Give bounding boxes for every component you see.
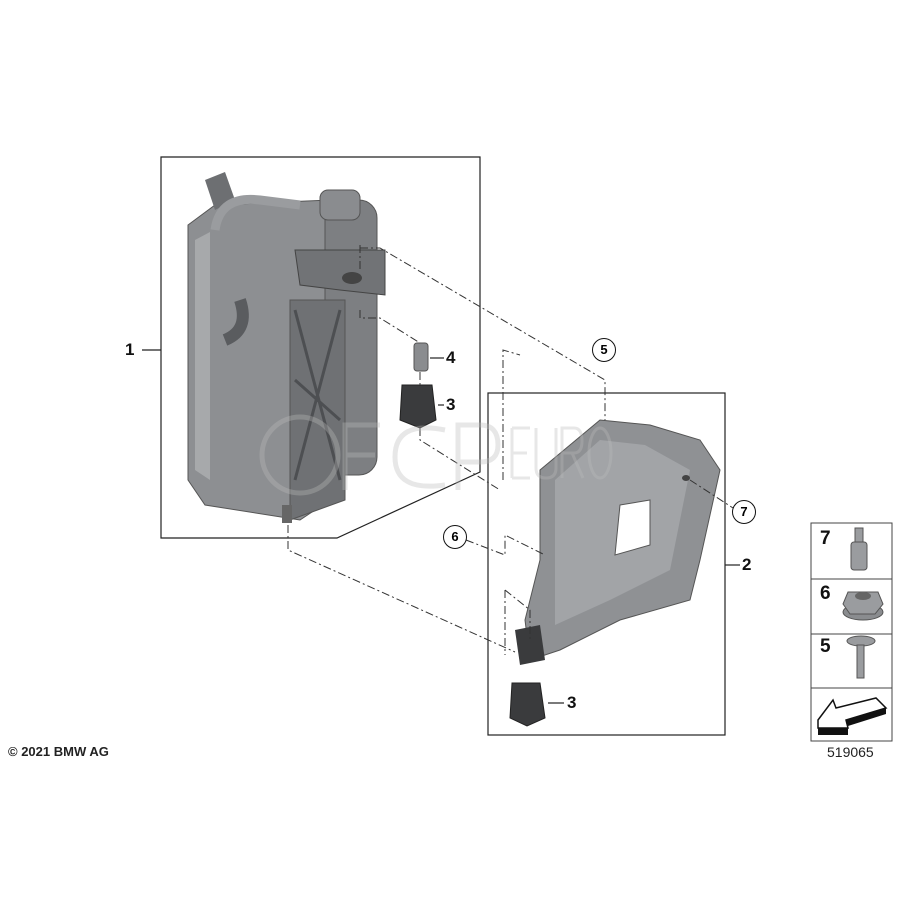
legend-bolt-icon xyxy=(846,635,876,679)
legend-box xyxy=(810,522,893,742)
callout-3-upper: 3 xyxy=(446,395,456,414)
callout-3-lower: 3 xyxy=(567,693,577,712)
rubber-mount-part-3-upper xyxy=(399,384,437,429)
diagram-number: 519065 xyxy=(827,744,874,760)
rubber-mount-part-3-lower xyxy=(509,682,546,727)
arrow-icon xyxy=(817,697,888,735)
callout-4: 4 xyxy=(446,348,456,367)
callout-5: 5 xyxy=(592,338,616,362)
assembly-lines xyxy=(287,245,734,655)
callout-2: 2 xyxy=(742,555,752,574)
legend-stud-icon xyxy=(850,527,868,571)
copyright: © 2021 BMW AG xyxy=(8,744,109,759)
spacer-part-4 xyxy=(413,342,429,372)
legend-number-5: 5 xyxy=(820,636,831,657)
callout-7: 7 xyxy=(732,500,756,524)
legend-nut-icon xyxy=(842,591,884,621)
tank-assembly-image xyxy=(187,172,386,523)
callout-6: 6 xyxy=(443,525,467,549)
legend-number-7: 7 xyxy=(820,528,831,549)
bracket-part-2-image xyxy=(515,419,721,665)
callout-1: 1 xyxy=(125,340,135,359)
assembly-box-2 xyxy=(487,392,726,736)
fcp-euro-watermark xyxy=(259,414,613,496)
legend-number-6: 6 xyxy=(820,583,831,604)
assembly-box-1 xyxy=(160,156,481,539)
